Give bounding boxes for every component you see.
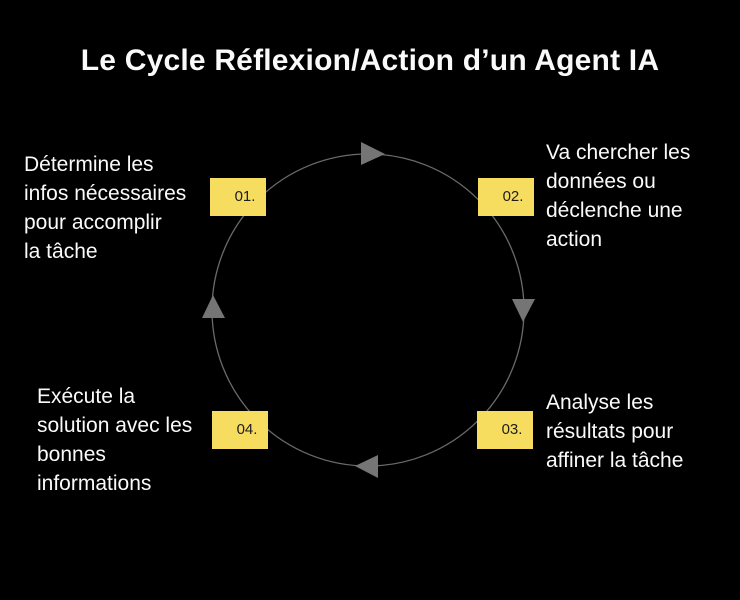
step-description-03: Analyse les résultats pour affiner la tâ…: [546, 391, 684, 472]
step-description-02: Va chercher les données ou déclenche une…: [546, 141, 691, 251]
step-description-04: Exécute la solution avec les bonnes info…: [37, 385, 193, 495]
arrow-up-icon: [202, 295, 225, 318]
arrow-right-icon: [361, 142, 385, 165]
step-badge-02: 02.: [478, 178, 534, 216]
step-description-01: Détermine les infos nécessaires pour acc…: [24, 153, 187, 263]
step-badge-01: 01.: [210, 178, 266, 216]
step-badge-03: 03.: [477, 411, 533, 449]
arrow-down-icon: [512, 299, 535, 322]
step-badge-04: 04.: [212, 411, 268, 449]
arrow-left-icon: [355, 455, 378, 478]
page-title: Le Cycle Réflexion/Action d’un Agent IA: [80, 44, 660, 77]
